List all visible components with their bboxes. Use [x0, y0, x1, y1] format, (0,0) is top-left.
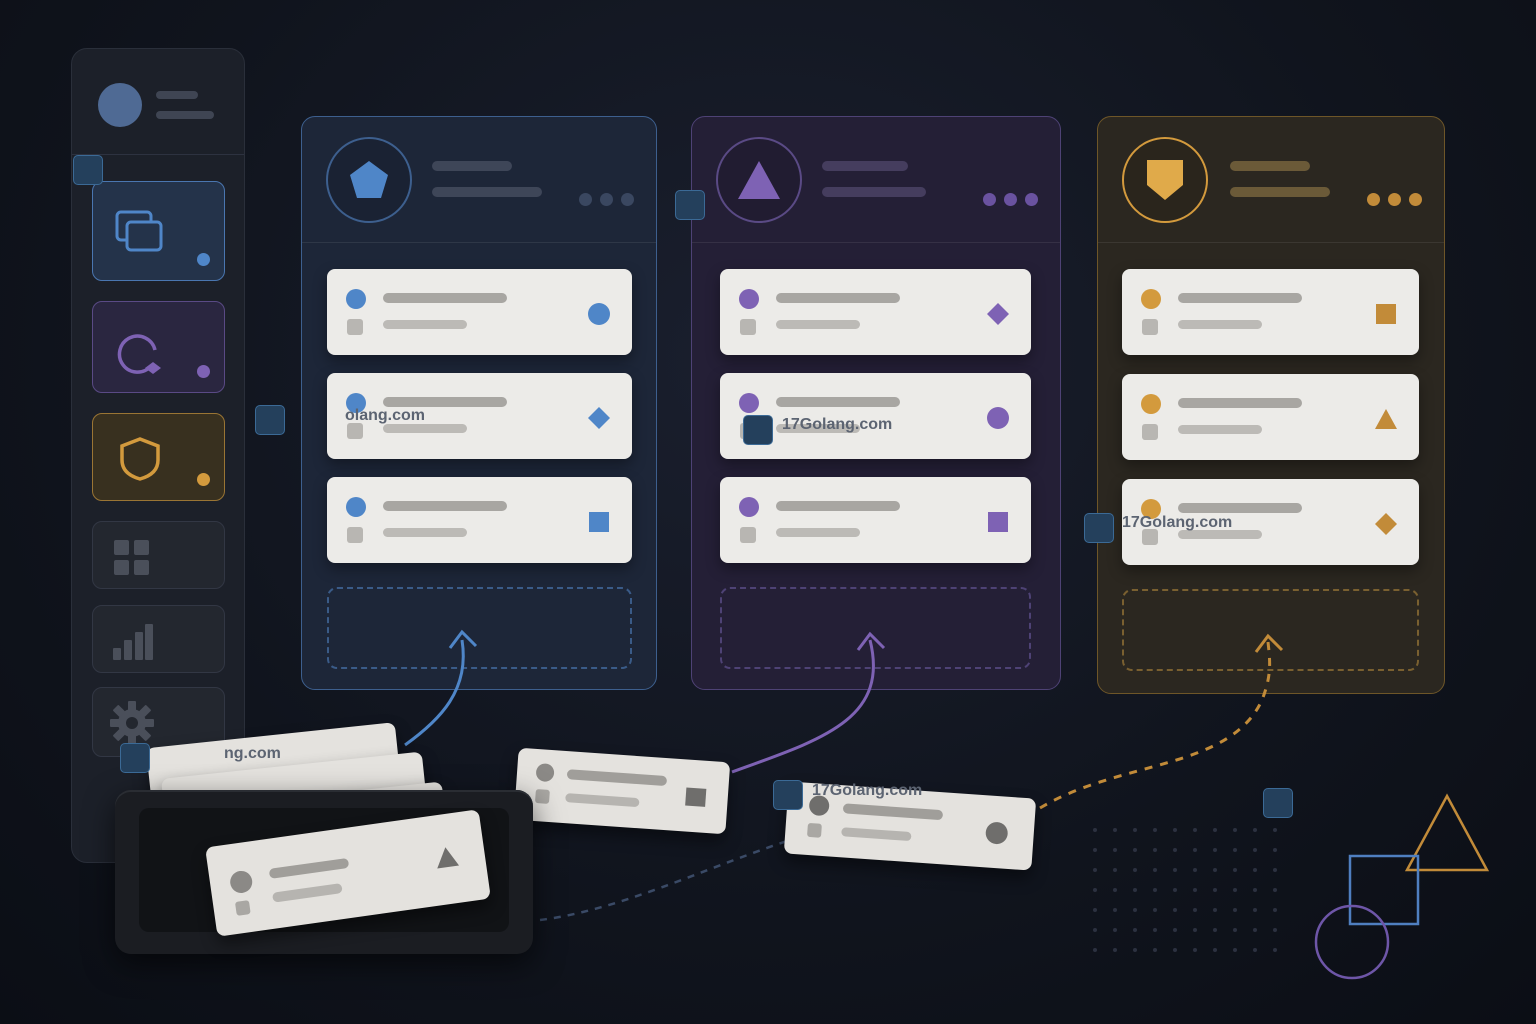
drop-zone[interactable] — [327, 587, 632, 669]
square-icon — [589, 512, 609, 532]
column-badge — [716, 137, 802, 223]
column-header — [692, 117, 1060, 243]
more-options-button[interactable] — [983, 193, 1038, 206]
diamond-icon — [1375, 513, 1397, 535]
shield-icon — [120, 437, 160, 481]
square-icon — [988, 512, 1008, 532]
triangle-icon — [1375, 409, 1397, 429]
task-card[interactable] — [1122, 374, 1419, 460]
task-card[interactable] — [720, 373, 1031, 459]
gear-icon — [110, 701, 154, 745]
column-subtitle-line — [1230, 187, 1330, 197]
status-dot — [197, 473, 210, 486]
sidebar-item-windows[interactable] — [92, 181, 225, 281]
column-subtitle-line — [432, 187, 542, 197]
sidebar-header — [72, 49, 244, 155]
diamond-icon — [588, 407, 610, 429]
task-card[interactable] — [1122, 479, 1419, 565]
watermark-logo-icon — [1084, 513, 1114, 543]
task-card[interactable] — [720, 269, 1031, 355]
sidebar-subtitle-line — [156, 111, 214, 119]
more-options-button[interactable] — [1367, 193, 1422, 206]
column-header — [1098, 117, 1444, 243]
watermark-logo-icon — [675, 190, 705, 220]
geometric-shapes-decor — [1314, 793, 1490, 980]
column-badge — [326, 137, 412, 223]
circle-icon — [588, 303, 610, 325]
column-title-line — [432, 161, 512, 171]
sidebar-title-line — [156, 91, 198, 99]
sidebar-item-refresh[interactable] — [92, 301, 225, 393]
drop-zone[interactable] — [720, 587, 1031, 669]
task-card[interactable] — [327, 477, 632, 563]
refresh-icon — [117, 334, 161, 374]
watermark-text: 17Golang.com — [782, 416, 893, 433]
square-icon — [1376, 304, 1396, 324]
stack-front-card[interactable] — [205, 809, 491, 937]
task-card[interactable] — [1122, 269, 1419, 355]
dragged-card[interactable] — [513, 747, 731, 835]
task-card[interactable] — [720, 477, 1031, 563]
pentagon-icon — [350, 161, 388, 198]
sidebar-item-analytics[interactable] — [92, 605, 225, 673]
board-column-gold — [1097, 116, 1445, 694]
watermark-logo-icon — [773, 780, 803, 810]
task-card[interactable] — [327, 269, 632, 355]
status-dot — [197, 365, 210, 378]
windows-icon — [115, 210, 163, 252]
grid-icon — [114, 540, 149, 575]
sidebar-item-grid[interactable] — [92, 521, 225, 589]
circle-icon — [987, 407, 1009, 429]
watermark-logo-icon — [743, 415, 773, 445]
avatar[interactable] — [98, 83, 142, 127]
column-badge — [1122, 137, 1208, 223]
triangle-icon — [738, 161, 780, 199]
task-card[interactable] — [327, 373, 632, 459]
diamond-icon — [987, 303, 1009, 325]
watermark-text: 17Golang.com — [812, 782, 923, 799]
circle-icon — [984, 821, 1009, 845]
drop-zone[interactable] — [1122, 589, 1419, 671]
sidebar-item-shield[interactable] — [92, 413, 225, 501]
column-title-line — [1230, 161, 1310, 171]
bar-chart-icon — [113, 624, 153, 660]
watermark-logo-icon — [120, 743, 150, 773]
board-column-purple — [691, 116, 1061, 690]
watermark-logo-icon — [255, 405, 285, 435]
watermark-text: ng.com — [224, 745, 281, 762]
triangle-icon — [437, 847, 460, 869]
square-icon — [685, 787, 707, 807]
column-header — [302, 117, 656, 243]
more-options-button[interactable] — [579, 193, 634, 206]
dot-grid-decor — [1093, 828, 1277, 952]
watermark-text: 17Golang.com — [1122, 514, 1233, 531]
watermark-logo-icon — [73, 155, 103, 185]
watermark-logo-icon — [1263, 788, 1293, 818]
watermark-text: olang.com — [345, 407, 426, 424]
column-title-line — [822, 161, 908, 171]
status-dot — [197, 253, 210, 266]
column-subtitle-line — [822, 187, 926, 197]
sidebar — [71, 48, 245, 863]
board-column-blue — [301, 116, 657, 690]
shield-icon — [1147, 160, 1183, 200]
